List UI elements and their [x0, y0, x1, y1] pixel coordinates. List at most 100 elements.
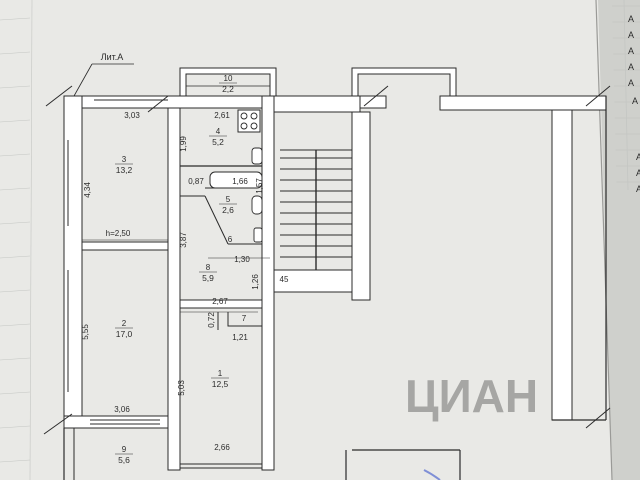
walls: [43, 67, 611, 480]
form-line: [0, 323, 31, 327]
dimension-label: 5,03: [177, 380, 186, 396]
wall-break-mark: [585, 85, 611, 107]
wall-right: [261, 95, 275, 471]
paper-fold-line: [595, 0, 613, 480]
wall-break-mark: [585, 407, 611, 429]
bathtub-icon: [209, 171, 263, 189]
dimension-label: 2,61: [214, 111, 230, 120]
watermark-logo: ЦИАН: [405, 370, 538, 422]
plan-title: Лит.А: [101, 52, 124, 62]
wall-room3-room2: [81, 241, 169, 251]
form-line: [0, 51, 31, 55]
form-line: [0, 119, 31, 123]
wall-hall-room1: [179, 299, 263, 309]
wall-break-mark: [363, 85, 389, 107]
dimension-label: 0,87: [188, 177, 204, 186]
dimension-label: 2,67: [212, 297, 228, 306]
form-line: [0, 255, 31, 259]
form-line: [0, 153, 31, 157]
kitchen-sink-icon: [251, 147, 263, 165]
dimension-label: 0,72: [207, 312, 216, 328]
dimension-label: 1,26: [251, 274, 260, 290]
wall-break-mark: [45, 85, 73, 107]
wall-stair-landing: [273, 269, 370, 301]
wall-neighbour-right: [551, 109, 573, 421]
dimension-label: 3,03: [124, 111, 140, 120]
room-number-5: 5: [226, 195, 231, 204]
dimension-label: 45: [280, 275, 289, 284]
room-number-10: 10: [224, 74, 233, 83]
wall-inner-vertical: [167, 107, 181, 471]
dimension-label: 3,06: [114, 405, 130, 414]
dimension-label: 1,57: [255, 178, 264, 194]
toilet-icon: [253, 227, 263, 243]
edge-letter: A: [628, 78, 634, 88]
form-line: [0, 221, 31, 225]
balcony-10: [179, 67, 277, 97]
room-area-1: 12,5: [212, 379, 229, 389]
washbasin-icon: [251, 195, 263, 215]
dimension-label: 5,55: [81, 324, 90, 340]
stove-burner-icon: [250, 122, 258, 130]
room-area-10: 2,2: [222, 84, 234, 94]
stove-burner-icon: [240, 122, 248, 130]
room-number-9: 9: [122, 445, 127, 454]
edge-letter: A: [636, 152, 640, 162]
room-area-3: 13,2: [116, 165, 133, 175]
closet-wall: [227, 312, 262, 327]
fixtures: [209, 109, 263, 330]
edge-letter: A: [628, 46, 634, 56]
edge-letter: A: [628, 62, 634, 72]
form-line: [0, 187, 31, 191]
dimension-label: 3,87: [179, 232, 188, 248]
room-number-1: 1: [218, 369, 223, 378]
room-number-4: 4: [216, 127, 221, 136]
dimension-label: 1,30: [234, 255, 250, 264]
form-line: [29, 0, 33, 480]
form-line: [0, 391, 31, 395]
wall-break-mark: [43, 413, 73, 435]
form-line: [0, 85, 31, 89]
wall-left: [63, 95, 83, 421]
room-number-7: 7: [242, 314, 247, 323]
dimension-label: 1,21: [232, 333, 248, 342]
dimension-label: 1,99: [179, 136, 188, 152]
room-area-4: 5,2: [212, 137, 224, 147]
form-line: [0, 357, 31, 361]
wall-bottom-left: [63, 415, 177, 429]
edge-letter: A: [632, 96, 638, 106]
wall-line-toilet: [204, 195, 229, 245]
wall-neighbour-top: [439, 95, 607, 111]
wall-stair-right: [351, 111, 371, 301]
room-area-9: 5,6: [118, 455, 130, 465]
room-area-5: 2,6: [222, 205, 234, 215]
room-number-3: 3: [122, 155, 127, 164]
form-line: [0, 289, 31, 293]
edge-grid-line: [623, 0, 629, 191]
edge-letter: A: [628, 30, 634, 40]
room-number-8: 8: [206, 263, 211, 272]
edge-letter: A: [636, 184, 640, 194]
labels: Лит.А 112,5 217,0 313,2 45,2 52,6 6 7 85,9 95,6 10…: [73, 52, 289, 465]
wall-stair-top: [273, 95, 361, 113]
dimension-label: 4,34: [83, 182, 92, 198]
room-number-6: 6: [228, 235, 233, 244]
wall-break-mark: [147, 95, 169, 113]
form-line: [0, 17, 31, 21]
edge-letter: A: [636, 168, 640, 178]
stove-burner-icon: [240, 112, 248, 120]
room-area-8: 5,9: [202, 273, 214, 283]
stove-burner-icon: [250, 112, 258, 120]
dimension-label: h=2,50: [106, 229, 131, 238]
dimension-label: 1,66: [232, 177, 248, 186]
room-number-2: 2: [122, 319, 127, 328]
form-line: [0, 425, 31, 429]
edge-letter: A: [628, 14, 634, 24]
room-area-2: 17,0: [116, 329, 133, 339]
blue-pen-mark: [423, 469, 441, 480]
form-line: [0, 459, 31, 463]
title-leader: [73, 63, 93, 97]
stove-icon: [237, 109, 261, 133]
